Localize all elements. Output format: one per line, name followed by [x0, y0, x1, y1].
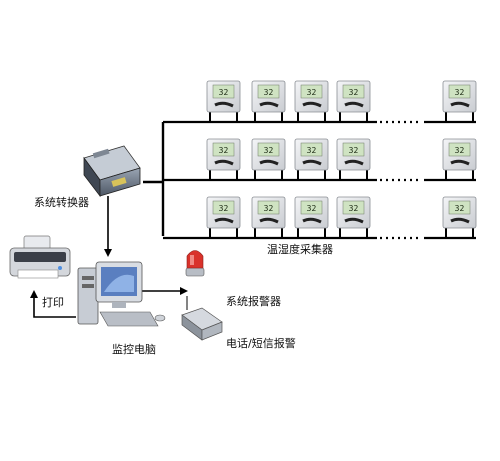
sensors-label: 温湿度采集器: [267, 243, 333, 256]
sensor-display: 32: [219, 88, 229, 97]
temp-humidity-sensor-icon: 32: [336, 138, 371, 180]
sensor-row: 32 32 32 32 32: [163, 80, 477, 124]
alarm-label: 系统报警器: [226, 295, 281, 308]
sensor-display: 32: [455, 146, 465, 155]
sensor-display: 32: [307, 146, 317, 155]
temp-humidity-sensor-icon: 32: [251, 138, 286, 180]
temp-humidity-sensor-icon: 32: [206, 138, 241, 180]
sensor-display: 32: [349, 204, 359, 213]
converter-box-icon: [83, 145, 141, 198]
sensor-grid: 32 32 32 32 32 32 32 32 32 32 32 32 32 32 32: [163, 80, 477, 240]
alarm-siren-icon: [185, 250, 205, 277]
sensor-display: 32: [455, 88, 465, 97]
temp-humidity-sensor-icon: 32: [294, 138, 329, 180]
sensor-display: 32: [219, 146, 229, 155]
converter-label: 系统转换器: [34, 196, 89, 209]
phone-alarm-label: 电话/短信报警: [226, 337, 296, 350]
wiring: [143, 122, 165, 236]
temp-humidity-sensor-icon: 32: [294, 196, 329, 238]
sensor-display: 32: [264, 88, 274, 97]
temp-humidity-sensor-icon: 32: [251, 196, 286, 238]
temp-humidity-sensor-icon: 32: [442, 196, 477, 238]
sensor-display: 32: [349, 88, 359, 97]
temp-humidity-sensor-icon: 32: [206, 80, 241, 122]
temp-humidity-sensor-icon: 32: [442, 138, 477, 180]
sensor-display: 32: [455, 204, 465, 213]
printer-label: 打印: [42, 296, 64, 309]
sensor-display: 32: [264, 204, 274, 213]
arrow-computer-to-printer: [30, 290, 76, 318]
sensor-display: 32: [264, 146, 274, 155]
sensor-row: 32 32 32 32 32: [163, 138, 477, 182]
sensor-display: 32: [349, 146, 359, 155]
arrows: [30, 196, 188, 318]
temp-humidity-sensor-icon: 32: [336, 80, 371, 122]
printer-icon: [9, 235, 71, 279]
temp-humidity-sensor-icon: 32: [294, 80, 329, 122]
sensor-display: 32: [307, 204, 317, 213]
temp-humidity-sensor-icon: 32: [251, 80, 286, 122]
temp-humidity-sensor-icon: 32: [442, 80, 477, 122]
temp-humidity-sensor-icon: 32: [336, 196, 371, 238]
gsm-modem-icon: [181, 296, 223, 341]
temp-humidity-sensor-icon: 32: [206, 196, 241, 238]
computer-label: 监控电脑: [112, 343, 156, 356]
sensor-row: 32 32 32 32 32: [163, 196, 477, 240]
sensor-display: 32: [307, 88, 317, 97]
sensor-display: 32: [219, 204, 229, 213]
monitoring-computer-icon: [77, 261, 166, 327]
